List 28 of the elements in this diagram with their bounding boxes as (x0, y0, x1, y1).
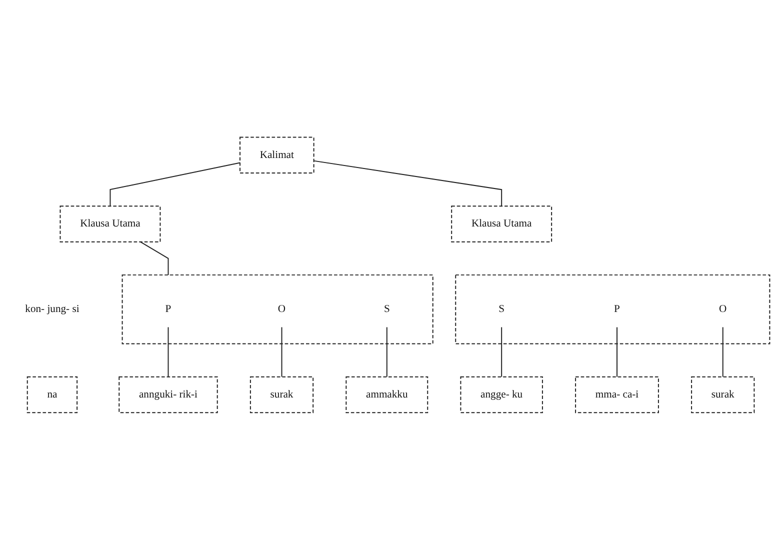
connector (313, 160, 502, 206)
cluster (122, 274, 434, 344)
cluster (455, 274, 770, 344)
connector (616, 326, 618, 377)
node-text: S (498, 302, 505, 314)
node-box: annguki- rik-i (118, 376, 218, 413)
node-box: mma- ca-i (575, 376, 659, 413)
connector (722, 326, 724, 377)
node-box: angge- ku (460, 376, 543, 413)
node-box: Kalimat (239, 136, 314, 174)
node-text: P (165, 302, 172, 314)
node-text: kon- jung- si (25, 302, 80, 314)
node-text: O (719, 302, 727, 314)
node-box: ammakku (346, 376, 428, 413)
connector (501, 326, 502, 377)
node-box: na (26, 376, 78, 413)
connector (386, 326, 388, 377)
node-text: P (614, 302, 620, 314)
node-text: O (278, 302, 286, 314)
node-text: S (384, 302, 390, 314)
node-box: Klausa Utama (451, 205, 552, 242)
connector (140, 240, 169, 275)
connector (168, 326, 169, 377)
node-box: surak (691, 376, 755, 413)
node-box: Klausa Utama (60, 205, 161, 242)
connector (110, 162, 240, 206)
node-box: surak (250, 376, 314, 413)
connector (281, 326, 282, 377)
